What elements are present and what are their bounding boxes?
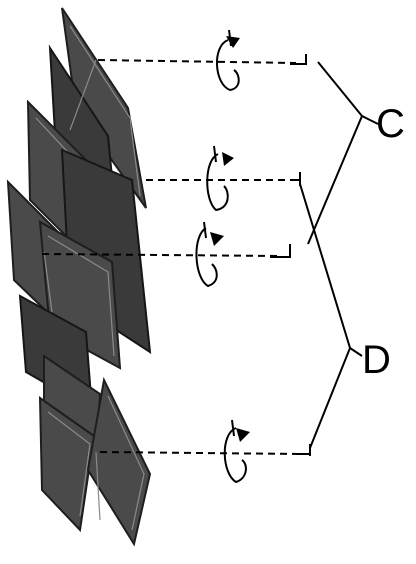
circular-arrow-icon [195,221,224,288]
connector-rod-1 [69,59,97,131]
rotation-axis-1 [97,54,307,65]
plate-9 [38,396,96,533]
plate-9-edge [47,411,91,517]
plate-1-edge [69,25,141,197]
group-c-label: C [376,102,405,146]
plate-6-edge [47,235,115,357]
connector-rod-3 [95,451,101,521]
circular-arrow-icon [215,29,240,92]
brace-d [299,183,363,449]
plate-stack [6,7,152,547]
plate-1 [61,7,147,209]
connector-rod-2 [43,251,53,313]
rotation-axis-3 [41,244,291,258]
group-d-label: D [362,338,391,382]
circular-arrow-icon [206,145,234,212]
plate-10 [86,376,152,547]
rotation-axis-2 [146,172,301,186]
brace-c [307,61,379,245]
circular-arrow-icon [223,419,250,484]
plate-10-edge [107,395,145,531]
